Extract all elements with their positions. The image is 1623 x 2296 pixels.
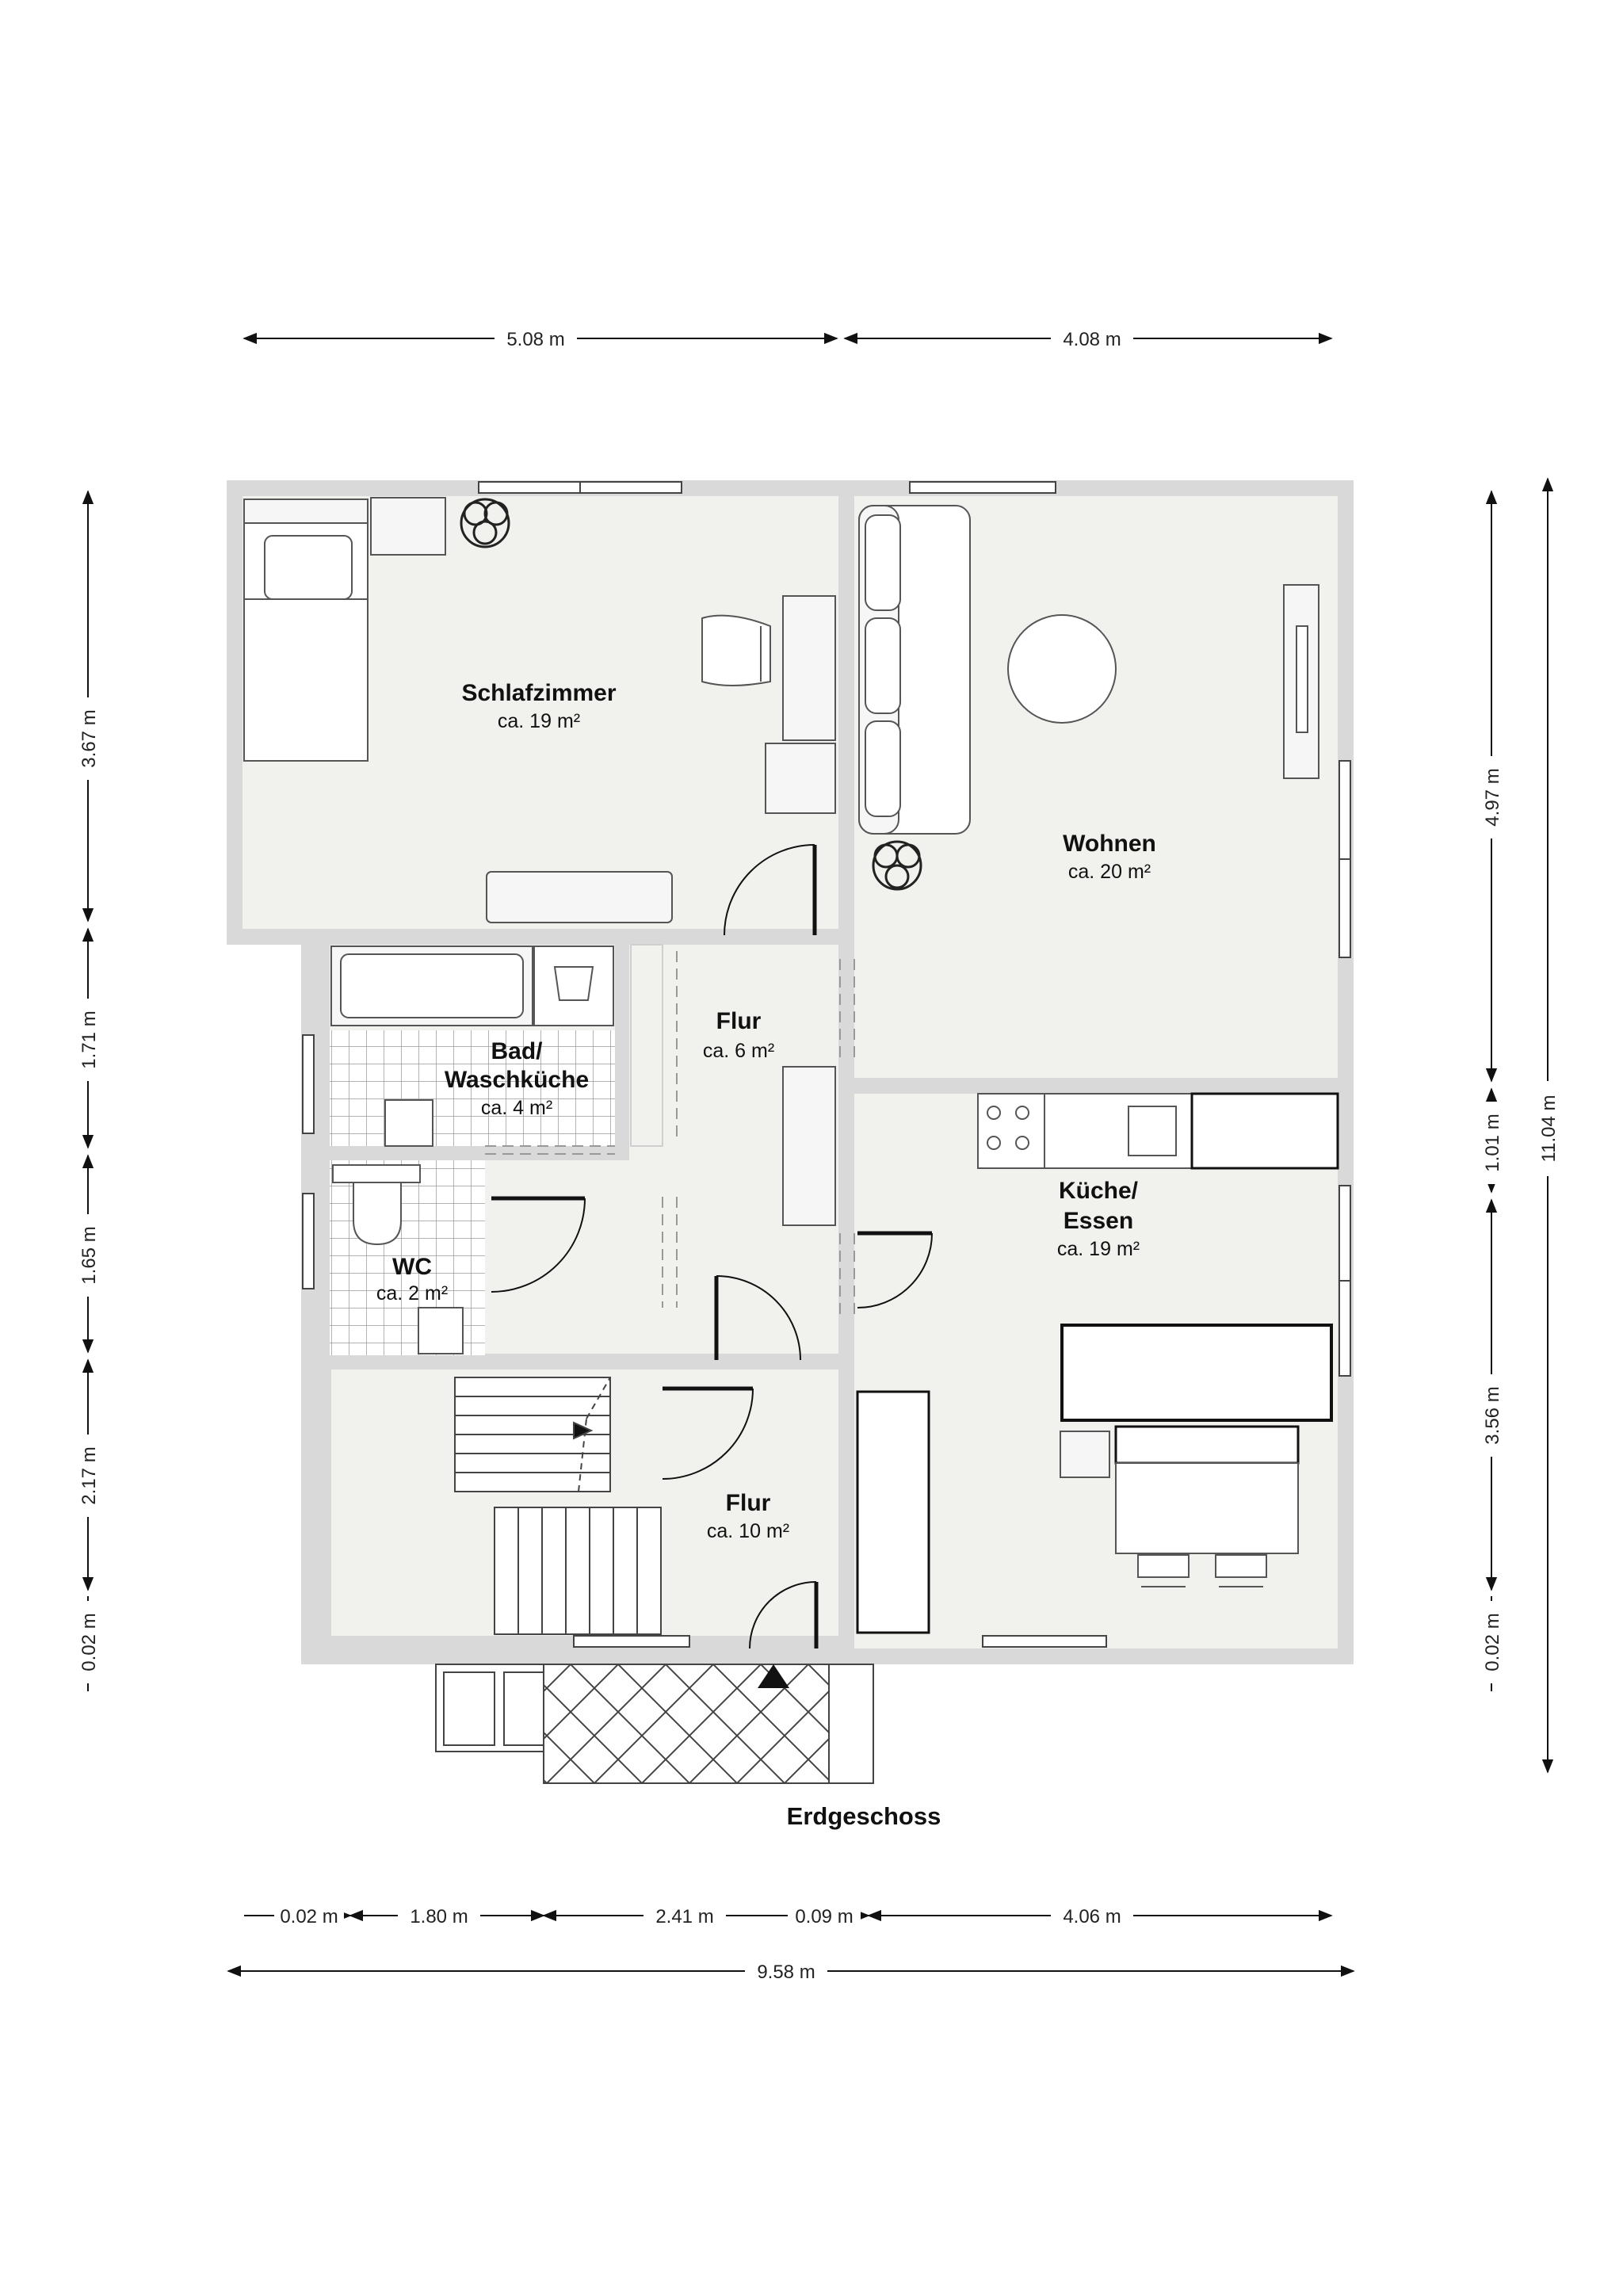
toilet-icon: [332, 1164, 421, 1246]
dim-right-3: 3.56 m: [1482, 1386, 1503, 1444]
laundry-icon: [553, 966, 594, 1001]
dim-right-1: 4.97 m: [1482, 768, 1503, 826]
dim-left-3: 1.65 m: [78, 1226, 100, 1284]
door-schlafzimmer[interactable]: [724, 844, 817, 936]
label-bad-line1: Bad/: [491, 1038, 543, 1064]
bad-tiles: [330, 1030, 615, 1146]
label-wohnen: Wohnen: [1063, 831, 1156, 857]
area-schlafzimmer: ca. 19 m²: [498, 710, 580, 732]
dim-right-4: 0.02 m: [1482, 1613, 1503, 1671]
dimension-labels: 5.08 m 4.08 m 3.67 m 1.71 m 1.65 m 2.17 …: [74, 325, 1561, 1985]
tv-unit: [1283, 584, 1319, 779]
kitchen-island: [1060, 1324, 1333, 1422]
interior-wall-outlines: [630, 944, 663, 1147]
dim-right-2: 1.01 m: [1482, 1114, 1503, 1171]
staircase: [454, 1377, 662, 1635]
area-wohnen: ca. 20 m²: [1068, 861, 1151, 883]
label-schlafzimmer: Schlafzimmer: [461, 680, 616, 706]
wardrobe: [856, 1390, 930, 1634]
stairs-lower: [494, 1507, 662, 1635]
bed: [243, 499, 369, 762]
door-entrance[interactable]: [749, 1581, 819, 1649]
label-flur-upper: Flur: [716, 1008, 762, 1034]
desk-chair: [701, 614, 771, 686]
dim-top-right: 4.08 m: [1063, 329, 1121, 350]
label-wc: WC: [392, 1254, 432, 1280]
door-wc[interactable]: [491, 1196, 586, 1293]
dining-table: [1115, 1462, 1299, 1554]
door-kueche[interactable]: [857, 1231, 933, 1308]
desk: [782, 595, 836, 741]
kitchen-sink: [1128, 1106, 1177, 1156]
cabinet: [765, 743, 836, 814]
door-flur-lower[interactable]: [662, 1386, 754, 1480]
dim-bottom-1: 0.02 m: [280, 1906, 338, 1927]
doors[interactable]: [491, 844, 933, 1649]
bathtub: [330, 946, 533, 1026]
dim-top-left: 5.08 m: [506, 329, 564, 350]
dim-bottom-4: 0.09 m: [795, 1906, 853, 1927]
area-wc: ca. 2 m²: [376, 1282, 448, 1305]
nightstand: [370, 497, 446, 556]
dining-bench: [1114, 1425, 1300, 1465]
dim-bottom-total: 9.58 m: [757, 1962, 815, 1983]
tall-cabinet: [1190, 1092, 1339, 1170]
dim-left-2: 1.71 m: [78, 1010, 100, 1068]
sofa: [858, 505, 971, 835]
furniture: [243, 497, 1339, 1634]
dresser: [486, 871, 673, 923]
hall-cabinet: [782, 1066, 836, 1226]
bad-sink: [384, 1099, 433, 1147]
windows: [302, 481, 1351, 1648]
stool: [1060, 1431, 1110, 1478]
room-labels: Schlafzimmer ca. 19 m² Wohnen ca. 20 m² …: [376, 680, 1156, 1542]
plant-icon: [460, 498, 510, 548]
area-bad: ca. 4 m²: [481, 1097, 552, 1119]
tiled-floors: [330, 1030, 615, 1355]
dim-right-total: 11.04 m: [1538, 1095, 1560, 1163]
label-bad-line2: Waschküche: [445, 1067, 589, 1093]
label-kueche-line1: Küche/: [1059, 1178, 1139, 1204]
dim-left-1: 3.67 m: [78, 709, 100, 767]
floor-title: Erdgeschoss: [787, 1802, 941, 1830]
dim-left-5: 0.02 m: [78, 1613, 100, 1671]
dining-chair: [1137, 1554, 1190, 1587]
window-wc: [302, 1193, 315, 1289]
window-bad: [302, 1034, 315, 1134]
entrance-arrow-icon: [758, 1664, 789, 1688]
area-flur-lower: ca. 10 m²: [707, 1520, 789, 1542]
entrance-porch: [435, 1664, 874, 1784]
stove-icon: [987, 1106, 1029, 1150]
label-kueche-line2: Essen: [1064, 1208, 1133, 1234]
window-wohnen: [909, 481, 1056, 494]
plant-icon: [872, 840, 922, 891]
dim-bottom-2: 1.80 m: [410, 1906, 468, 1927]
dim-bottom-5: 4.06 m: [1063, 1906, 1121, 1927]
dim-bottom-3: 2.41 m: [655, 1906, 713, 1927]
area-flur-upper: ca. 6 m²: [703, 1040, 774, 1062]
wc-sink: [418, 1307, 464, 1354]
window-flur-lower: [573, 1635, 690, 1648]
area-kueche: ca. 19 m²: [1057, 1238, 1140, 1260]
label-flur-lower: Flur: [726, 1490, 771, 1516]
washing-machine: [533, 946, 614, 1026]
coffee-table: [1007, 614, 1117, 724]
dining-chair: [1215, 1554, 1267, 1587]
door-flur-upper[interactable]: [714, 1275, 801, 1361]
dim-left-4: 2.17 m: [78, 1446, 100, 1504]
window-kueche-bottom: [982, 1635, 1107, 1648]
porch-diagonal-tiles: [543, 1664, 830, 1784]
stairs-arrow-icon: [573, 1421, 594, 1440]
